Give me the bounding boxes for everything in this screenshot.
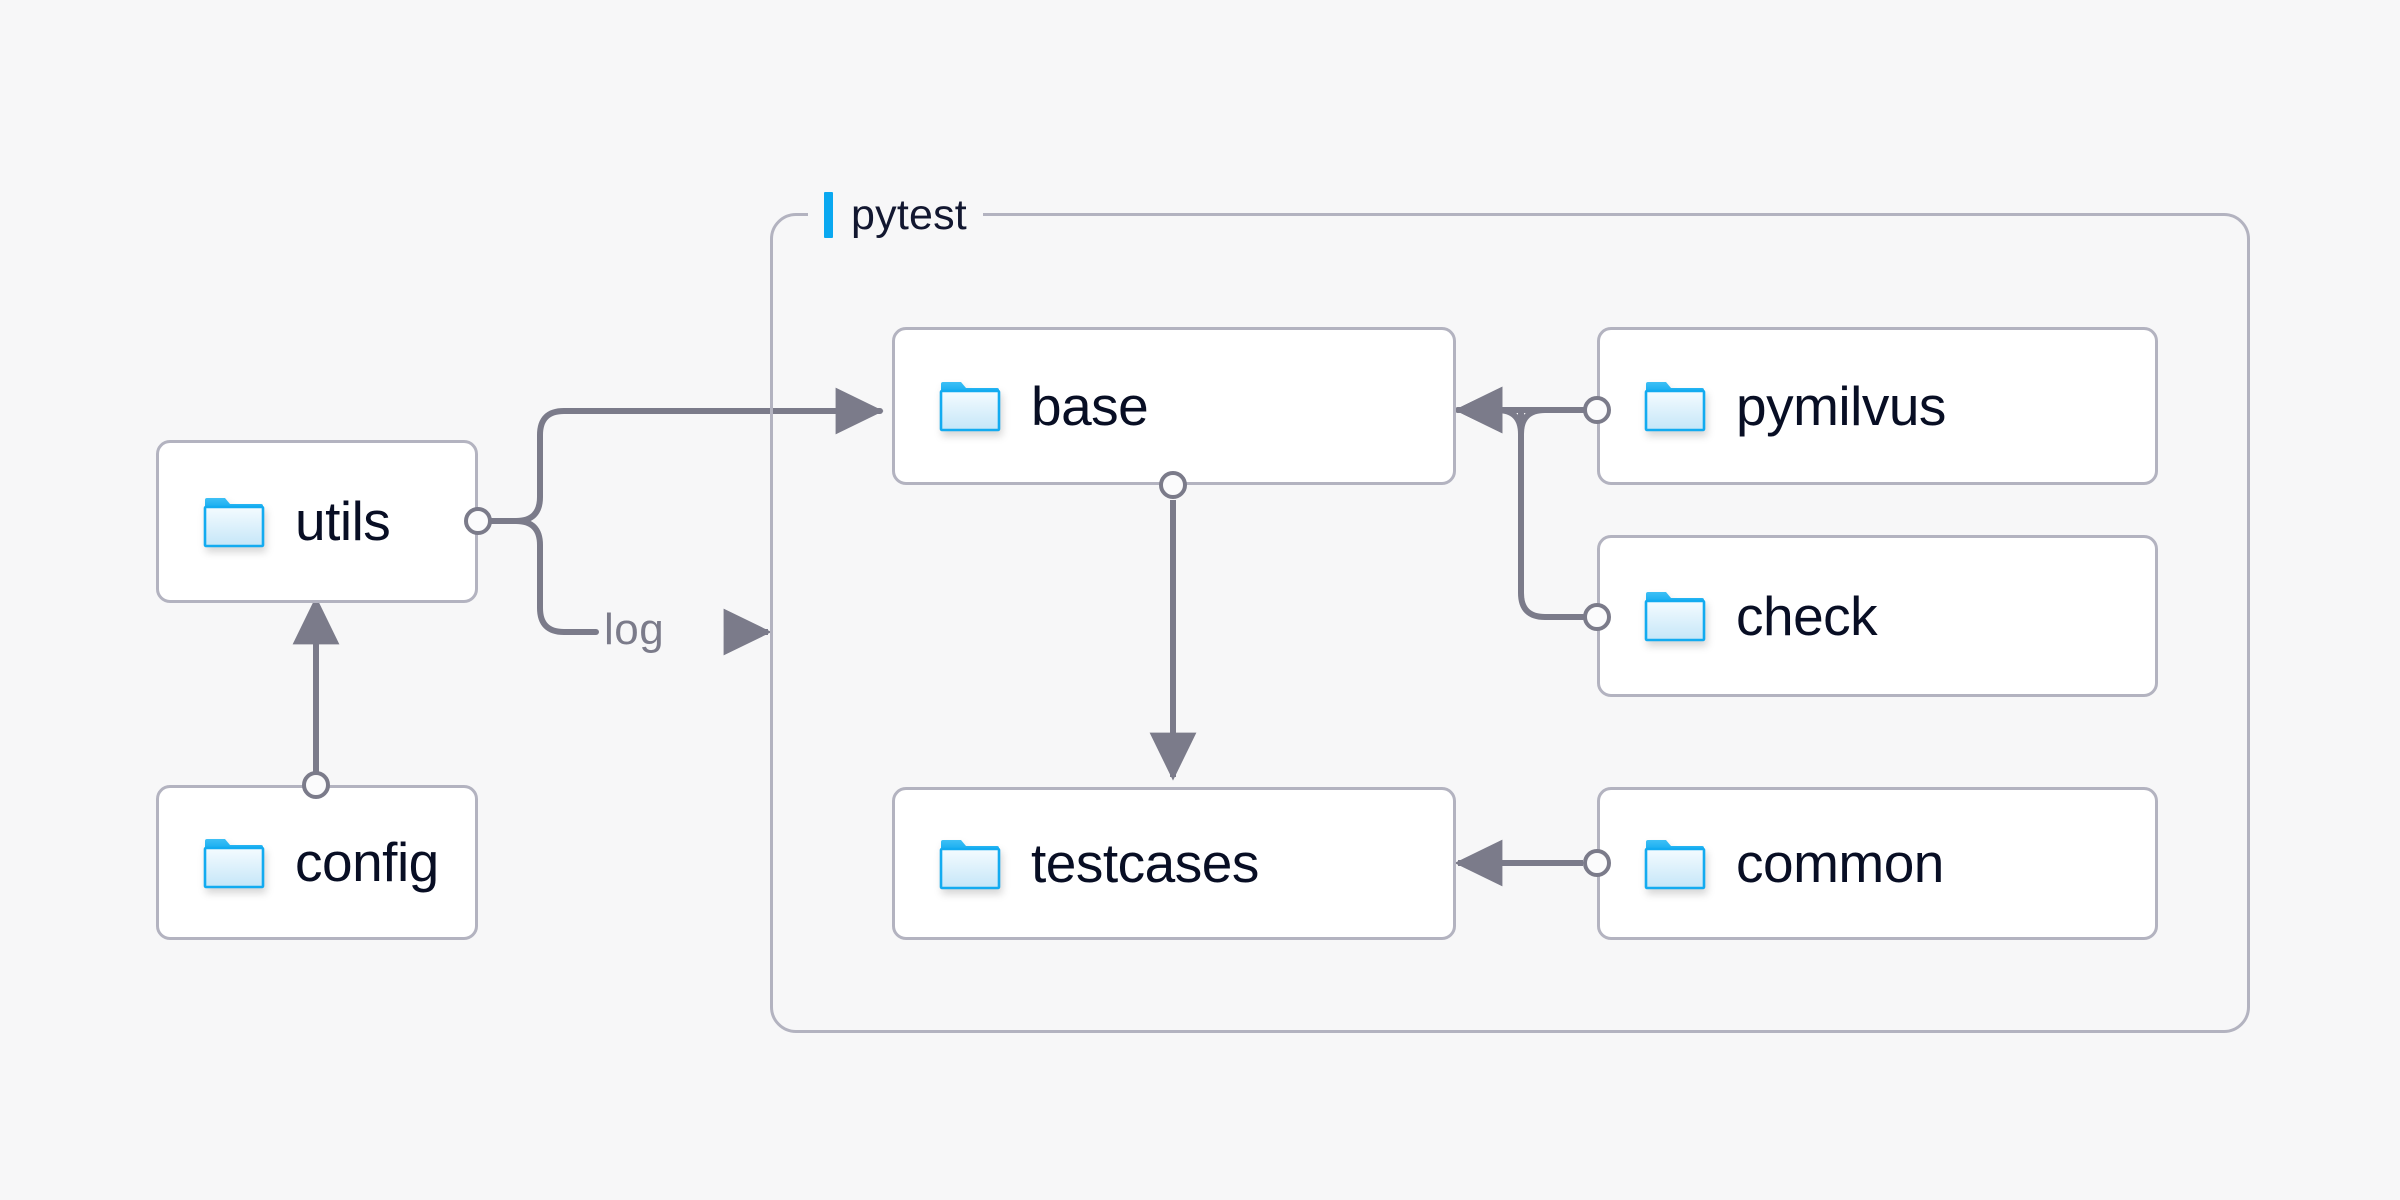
edge-utils-log [481,518,599,635]
folder-icon [1644,380,1706,432]
node-testcases-label: testcases [1031,832,1259,894]
accent-bar-icon [824,192,833,238]
port-utils-right[interactable] [464,507,492,535]
node-base[interactable]: base [892,327,1456,485]
folder-icon [203,837,265,889]
node-common-label: common [1736,832,1944,894]
group-pytest-label: pytest [808,185,983,245]
node-check[interactable]: check [1597,535,2158,697]
port-pymilvus-left[interactable] [1583,396,1611,424]
port-check-left[interactable] [1583,603,1611,631]
node-check-label: check [1736,584,1878,647]
node-testcases[interactable]: testcases [892,787,1456,940]
node-config-label: config [295,831,439,893]
port-base-bottom[interactable] [1159,471,1187,499]
folder-icon [939,380,1001,432]
node-pymilvus-label: pymilvus [1736,374,1946,437]
node-config[interactable]: config [156,785,478,940]
node-pymilvus[interactable]: pymilvus [1597,327,2158,485]
folder-icon [203,496,265,548]
group-pytest-label-text: pytest [851,190,967,239]
node-base-label: base [1031,374,1149,437]
group-pytest[interactable] [770,213,2250,1033]
folder-icon [1644,590,1706,642]
folder-icon [939,838,1001,890]
node-utils-label: utils [295,490,391,552]
edge-label-log: log [604,605,665,654]
port-config-top[interactable] [302,771,330,799]
folder-icon [1644,838,1706,890]
node-common[interactable]: common [1597,787,2158,940]
port-common-left[interactable] [1583,849,1611,877]
node-utils[interactable]: utils [156,440,478,603]
